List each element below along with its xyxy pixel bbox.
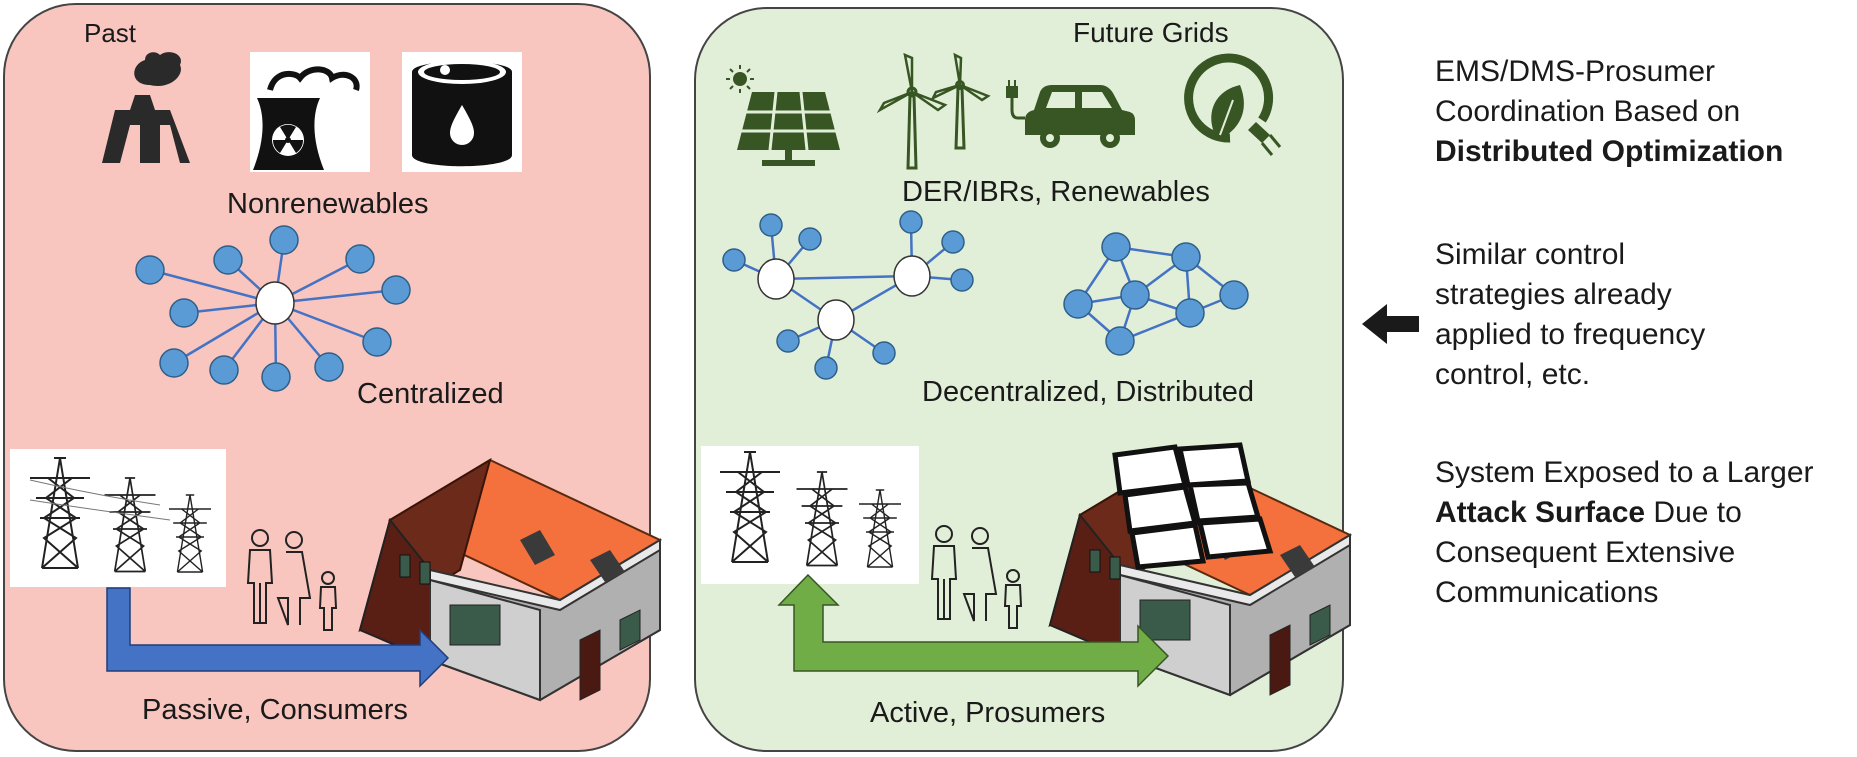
network-node: [798, 227, 822, 251]
network-node: [169, 298, 199, 328]
note-attack-line4: Communications: [1435, 576, 1659, 609]
bidirectional-power-flow-arrow: [777, 573, 1170, 688]
future-generation-label: DER/IBRs, Renewables: [902, 176, 1210, 208]
network-node: [872, 341, 896, 365]
solar-panel-icon: [726, 65, 840, 166]
note-control-line4: control, etc.: [1435, 358, 1591, 391]
transmission-towers: [701, 446, 919, 584]
network-node: [1171, 242, 1201, 272]
note-coordination: EMS/DMS-Prosumer Coordination Based on D…: [1435, 52, 1783, 172]
network-node: [1219, 280, 1249, 310]
network-node: [759, 213, 783, 237]
distributed-network: [1063, 232, 1249, 356]
wind-turbine-icon: [876, 52, 991, 170]
electric-car-icon: [1006, 80, 1135, 148]
network-node: [1120, 280, 1150, 310]
network-node: [209, 355, 239, 385]
green-energy-plug-icon: [1184, 53, 1282, 156]
hub-node: [817, 299, 855, 341]
note-coordination-line1: EMS/DMS-Prosumer: [1435, 55, 1716, 88]
future-customer-label: Active, Prosumers: [870, 697, 1105, 729]
one-way-power-flow-arrow: [106, 587, 450, 688]
note-control-strategies: Similar control strategies already appli…: [1435, 235, 1705, 395]
note-attack-surface: System Exposed to a Larger Attack Surfac…: [1435, 453, 1814, 613]
central-hub-node: [255, 281, 295, 325]
network-node: [381, 275, 411, 305]
note-attack-line2: Attack Surface Due to: [1435, 493, 1814, 533]
network-node: [1105, 326, 1135, 356]
left-arrow-icon: [1362, 304, 1419, 344]
network-node: [135, 255, 165, 285]
hub-node: [757, 258, 795, 300]
network-node: [776, 329, 800, 353]
oil-barrel-icon: [402, 52, 522, 172]
note-attack-line3: Consequent Extensive: [1435, 536, 1736, 569]
note-control-line3: applied to frequency: [1435, 318, 1706, 351]
past-topology-label: Centralized: [357, 378, 504, 410]
power-plant-icon: [102, 52, 190, 163]
network-node: [345, 244, 375, 274]
network-node: [1175, 298, 1205, 328]
note-control-line2: strategies already: [1435, 278, 1672, 311]
future-topology-label: Decentralized, Distributed: [922, 376, 1254, 408]
note-attack-line2-rest: Due to: [1645, 496, 1742, 529]
network-node: [269, 225, 299, 255]
decentralized-network: [722, 210, 974, 380]
note-coordination-line3: Distributed Optimization: [1435, 135, 1784, 168]
network-node: [1101, 232, 1131, 262]
network-node: [722, 248, 746, 272]
note-control-line1: Similar control: [1435, 238, 1626, 271]
network-node: [314, 352, 344, 382]
hub-node: [893, 255, 931, 297]
network-node: [159, 348, 189, 378]
network-node: [261, 362, 291, 392]
nuclear-plant-icon: [250, 52, 370, 172]
transmission-towers: [10, 449, 226, 587]
future-tag: Future Grids: [1073, 17, 1229, 48]
house-with-solar-icon: [1049, 442, 1351, 696]
note-attack-line1: System Exposed to a Larger: [1435, 456, 1814, 489]
network-node: [362, 327, 392, 357]
network-node: [950, 268, 974, 292]
network-node: [814, 356, 838, 380]
network-node: [899, 210, 923, 234]
past-tag: Past: [84, 18, 137, 48]
network-node: [1063, 289, 1093, 319]
note-coordination-line2: Coordination Based on: [1435, 95, 1741, 128]
past-generation-label: Nonrenewables: [227, 188, 429, 220]
network-node: [213, 245, 243, 275]
past-customer-label: Passive, Consumers: [142, 694, 408, 726]
centralized-network: [135, 225, 411, 392]
attack-surface-emphasis: Attack Surface: [1435, 496, 1646, 529]
network-node: [941, 230, 965, 254]
